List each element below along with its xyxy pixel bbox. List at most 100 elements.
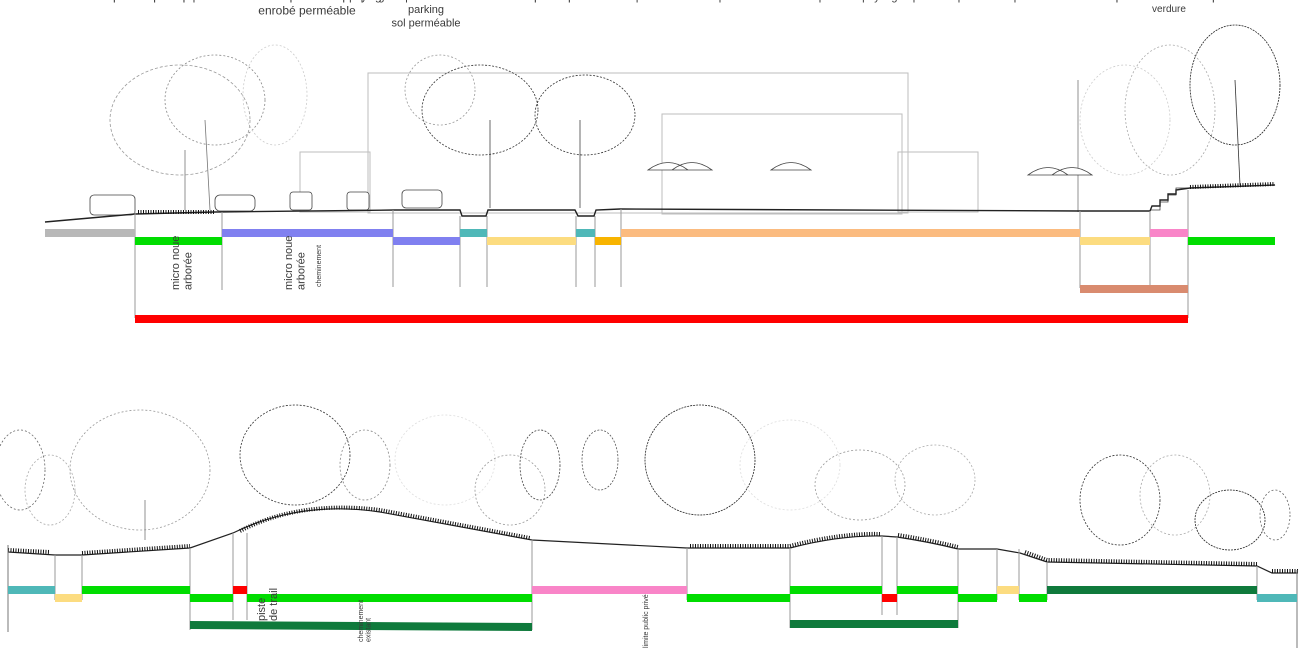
zone-bar-micro-noue-2 bbox=[576, 229, 595, 237]
zone-label-pelouse: pelouse bbox=[1212, 0, 1254, 3]
tree-icon bbox=[109, 54, 266, 211]
zone-label-place-parking-line: place de bbox=[405, 0, 447, 3]
zone-label-cheminement-2-line: existant bbox=[366, 618, 373, 642]
zone-label-pelouse-6-line: pelouse bbox=[958, 0, 997, 3]
zone-label-micro-noue-2: micro noue bbox=[283, 236, 295, 290]
limit-label-right-line: limite public privé bbox=[643, 594, 650, 648]
zone-bar-zone-detente bbox=[1047, 586, 1257, 594]
zone-label-pelouse-7: pelouse bbox=[1014, 0, 1053, 3]
bottom-dividers bbox=[54, 533, 1258, 630]
zone-label-pelouse-2-line: pelouse bbox=[361, 0, 400, 3]
tree-icon bbox=[242, 44, 308, 146]
tree-icon bbox=[24, 454, 76, 526]
zone-label-pelouse-4: pelouse bbox=[819, 0, 858, 3]
zone-label-pelouse-4-line: pelouse bbox=[819, 0, 858, 3]
zone-label-theatre: théatre deverdure bbox=[1146, 0, 1191, 15]
zone-bar-pelouse-2 bbox=[247, 594, 532, 602]
zone-bar-pelouse-1 bbox=[190, 594, 233, 602]
zone-label-cheminement-line: cheminement bbox=[316, 245, 323, 287]
tree-icon bbox=[1259, 489, 1291, 541]
group-label-butte-2: butte paysagère bbox=[835, 0, 914, 3]
zone-label-pelouse-1-line: pelouse bbox=[193, 0, 232, 3]
zone-bar-espace-plante bbox=[135, 237, 222, 245]
group-label-butte-2-line: butte paysagère bbox=[835, 0, 914, 3]
zone-label-pelouse-2: pelouse bbox=[361, 0, 400, 3]
zone-label-noue-right: noue bbox=[1264, 0, 1288, 3]
zone-bar-street-workout bbox=[532, 586, 687, 594]
group-bar-butte-1 bbox=[190, 621, 532, 631]
zone-bar-pelouse-6 bbox=[958, 594, 997, 602]
zone-label-tennis: terrain de tennis bbox=[807, 0, 893, 3]
top-figures bbox=[89, 162, 1188, 216]
building-block bbox=[299, 151, 371, 213]
zone-bar-place-parking bbox=[393, 237, 460, 245]
zone-label-trail-2: piste bbox=[256, 598, 268, 621]
zone-label-sol-stabilise: sol stabilisé bbox=[1084, 0, 1146, 3]
zone-bar-pelouse-3 bbox=[687, 594, 790, 602]
zone-label-pelouse-6: pelouse bbox=[958, 0, 997, 3]
building-block bbox=[367, 72, 909, 214]
zone-label-place-parking: place deparkingsol perméable bbox=[391, 0, 460, 29]
zone-label-street-workout: street workout bbox=[575, 0, 644, 3]
bottom-zone-labels: noue cheminement existant mail de platanes … bbox=[17, 0, 1288, 648]
zone-bar-pelouse-4 bbox=[790, 586, 882, 594]
tree-icon bbox=[644, 404, 756, 516]
car-icon bbox=[214, 194, 256, 212]
top-background-buildings bbox=[299, 72, 979, 215]
group-label-espace-ado-line: espace ado bbox=[1103, 0, 1165, 3]
car-icon bbox=[401, 189, 443, 209]
zone-label-zone-detente-line: zone de détente bbox=[1109, 0, 1195, 3]
group-bar-butte-2 bbox=[790, 620, 958, 628]
tree-icon bbox=[1079, 454, 1161, 546]
zone-label-pelouse-1: pelouse bbox=[193, 0, 232, 3]
zone-label-noue-right-line: noue bbox=[1264, 0, 1288, 3]
zone-label-pelouse-line: pelouse bbox=[1212, 0, 1254, 3]
zone-bar-tennis bbox=[621, 229, 1080, 237]
tree-icon bbox=[894, 444, 976, 516]
zone-label-noue-left: noue bbox=[17, 0, 41, 3]
zone-label-circulation-line: circulation poche de parking bbox=[232, 0, 381, 3]
zone-label-pelouse-3-line: pelouse bbox=[719, 0, 758, 3]
zone-bar-trail-1 bbox=[233, 586, 247, 594]
tree-icon bbox=[474, 454, 546, 526]
zone-bar-noue-left bbox=[8, 586, 55, 594]
zone-bar-road bbox=[45, 229, 135, 237]
zone-bar-cheminement-2 bbox=[997, 586, 1019, 594]
top-ground-profile bbox=[44, 184, 1276, 223]
zone-label-pelouse-5: pelouse bbox=[913, 0, 952, 3]
tree-icon bbox=[404, 54, 539, 208]
building-block bbox=[897, 151, 979, 213]
zone-label-theatre-line: théatre de bbox=[1146, 0, 1191, 3]
zone-label-espace-plante: espace planté bbox=[141, 0, 216, 3]
zone-label-pelouse-5-line: pelouse bbox=[913, 0, 952, 3]
tree-icon bbox=[394, 414, 496, 506]
group-label-partie-sud: partie sud bbox=[636, 0, 684, 3]
tree-icon bbox=[1079, 24, 1281, 186]
zone-label-theatre-line: verdure bbox=[1152, 4, 1186, 15]
group-label-butte-1: butte paysagère bbox=[322, 0, 401, 3]
tree-icon bbox=[339, 429, 391, 501]
zone-label-micro-noue-1-line: arborée bbox=[183, 252, 195, 290]
bottom-trees bbox=[0, 404, 1291, 551]
zone-bar-noue-right bbox=[1257, 594, 1297, 602]
bottom-zone-bars bbox=[8, 586, 1297, 631]
zone-label-micro-noue-1: micro noue bbox=[170, 236, 182, 290]
zone-bar-mail-platanes bbox=[82, 586, 190, 594]
grass-icon bbox=[1189, 182, 1276, 189]
zone-label-mail-platanes-line: mail de platanes existant bbox=[71, 0, 204, 3]
zone-label-circulation-line: enrobé perméable bbox=[258, 3, 356, 17]
zone-label-place-parking-line: sol perméable bbox=[391, 17, 460, 29]
top-zone-labels: espace planté circulation poche de parkin… bbox=[141, 0, 1255, 290]
zone-bar-pelouse-5 bbox=[897, 586, 958, 594]
zone-label-petanque-line: terrain de pétanque bbox=[480, 0, 584, 3]
car-icon bbox=[289, 191, 313, 211]
tree-icon bbox=[814, 449, 906, 521]
car-icon bbox=[89, 194, 136, 216]
tree-icon bbox=[239, 404, 351, 506]
zone-bar-cheminement-1 bbox=[55, 594, 82, 602]
zone-bar-theatre bbox=[1150, 229, 1188, 237]
zone-label-zone-detente: zone de détente bbox=[1109, 0, 1195, 3]
zone-label-micro-noue-1-line: micro noue bbox=[170, 236, 182, 290]
group-label-butte-1-line: butte paysagère bbox=[322, 0, 401, 3]
